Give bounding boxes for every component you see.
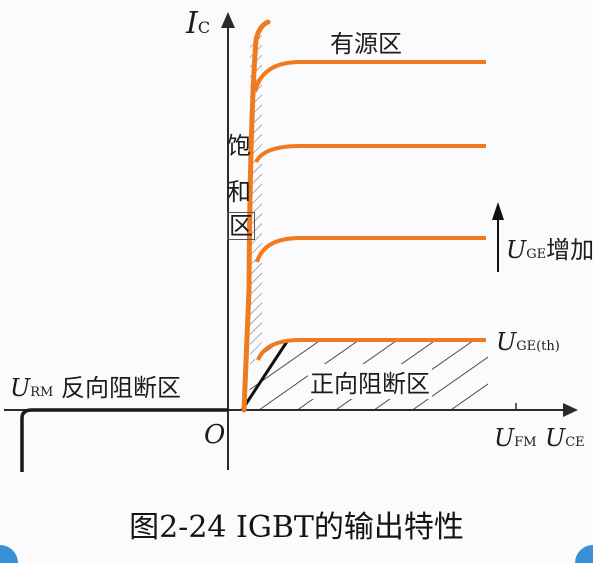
saturation-boundary-curve xyxy=(241,19,271,413)
uge-symbol: U xyxy=(506,236,527,264)
reverse-blocking-label: URM 反向阻断区 xyxy=(10,368,181,403)
reverse-blocking-curve xyxy=(20,408,228,472)
x-axis-symbol: U xyxy=(545,424,566,452)
output-curve-1 xyxy=(256,338,486,361)
y-axis-symbol: I xyxy=(186,6,198,41)
saturation-char-3: 区 xyxy=(227,212,255,240)
forward-blocking-label: 正向阻断区 xyxy=(308,364,432,399)
reverse-blocking-text: 反向阻断区 xyxy=(53,374,181,402)
output-curve-3 xyxy=(254,144,486,164)
ufm-symbol: U xyxy=(494,424,515,452)
output-curve-4 xyxy=(253,60,486,93)
ufm-subscript: FM xyxy=(514,435,537,450)
uge-increase-label: UGE增加 xyxy=(506,230,593,265)
uge-increase-text: 增加 xyxy=(546,236,593,264)
urm-symbol: U xyxy=(10,374,31,402)
y-axis-subscript: C xyxy=(197,18,211,37)
uge-th-subscript: GE(th) xyxy=(516,339,560,354)
saturation-char-2: 和 xyxy=(227,178,251,206)
origin-label: O xyxy=(204,420,226,450)
ufm-label: UFM xyxy=(494,424,537,452)
threshold-line xyxy=(240,339,290,411)
uge-subscript: GE xyxy=(526,247,547,262)
saturation-char-1: 饱 xyxy=(227,132,251,160)
uge-th-symbol: U xyxy=(496,328,517,356)
y-axis-label: IC xyxy=(186,6,210,41)
figure-caption: 图2-24 IGBT的输出特性 xyxy=(129,510,464,545)
urm-subscript: RM xyxy=(30,385,54,400)
x-axis-subscript: CE xyxy=(565,435,585,450)
x-axis-label: UCE xyxy=(545,424,585,452)
corner-decoration-right xyxy=(575,545,593,563)
y-axis-arrow xyxy=(221,12,235,28)
uge-th-label: UGE(th) xyxy=(496,328,560,356)
output-curve-2 xyxy=(255,236,486,263)
uge-increase-arrowhead xyxy=(492,202,504,220)
active-region-label: 有源区 xyxy=(330,30,402,58)
x-axis-arrow xyxy=(563,403,578,417)
